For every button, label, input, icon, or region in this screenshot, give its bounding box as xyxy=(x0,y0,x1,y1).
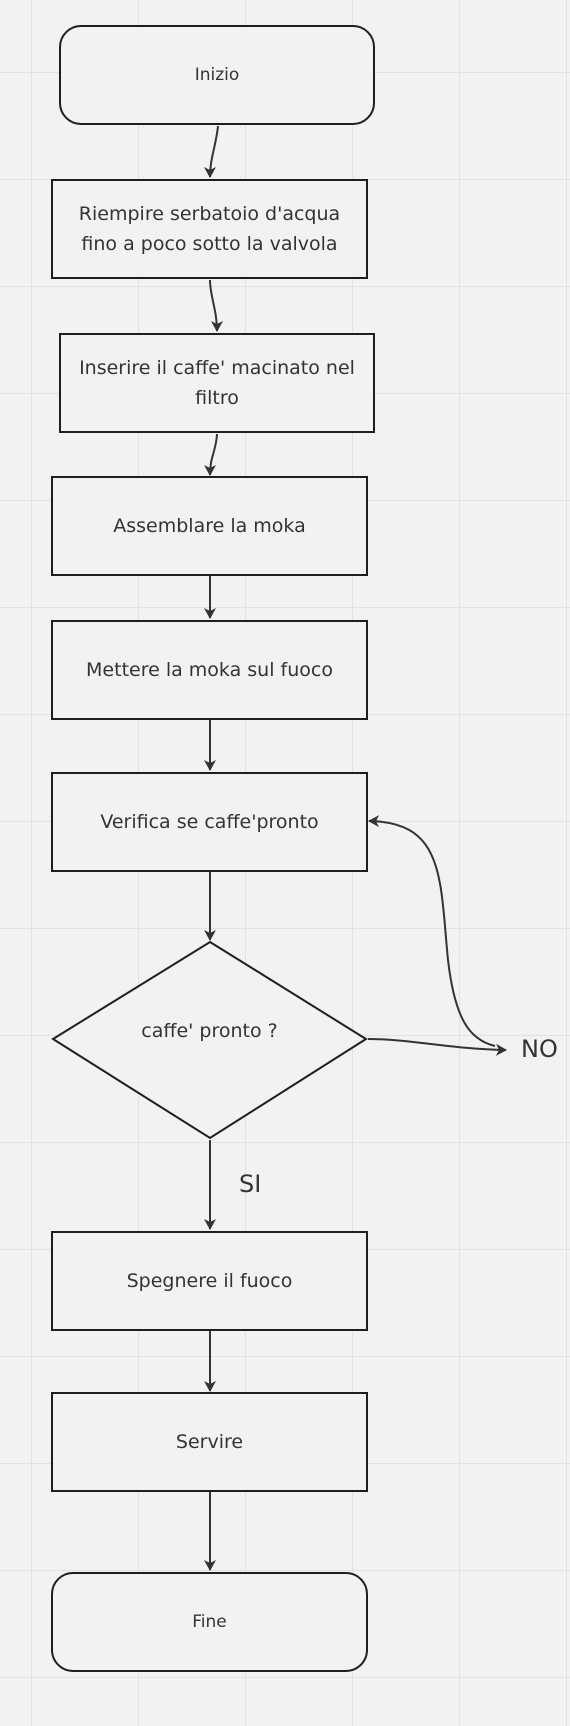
end-terminal: Fine xyxy=(51,1572,368,1672)
yes-label: SI xyxy=(239,1170,262,1198)
no-label: NO xyxy=(521,1035,558,1063)
step-on-fire: Mettere la moka sul fuoco xyxy=(51,620,368,720)
arrow-start-to-fill xyxy=(204,125,219,178)
arrow-no-loop-to-check xyxy=(368,815,496,1047)
step-on-fire-label: Mettere la moka sul fuoco xyxy=(86,659,333,681)
decision-diamond xyxy=(51,940,368,1140)
start-label: Inizio xyxy=(194,65,240,85)
step-check-label: Verifica se caffe'pronto xyxy=(100,811,319,833)
arrow-fill-to-insert xyxy=(209,279,223,332)
step-insert-coffee-label: Inserire il caffe' macinato nel filtro xyxy=(79,357,355,409)
step-assemble: Assemblare la moka xyxy=(51,476,368,576)
step-insert-coffee: Inserire il caffe' macinato nel filtro xyxy=(59,333,375,433)
start-terminal: Inizio xyxy=(59,25,375,125)
end-label: Fine xyxy=(192,1612,227,1632)
step-assemble-label: Assemblare la moka xyxy=(113,515,306,537)
decision-label: caffe' pronto ? xyxy=(141,1020,278,1042)
step-serve-label: Servire xyxy=(175,1431,244,1453)
step-fill-water: Riempire serbatoio d'acqua fino a poco s… xyxy=(51,179,368,279)
arrow-insert-to-assemble xyxy=(204,433,218,476)
arrow-decision-to-no xyxy=(367,1038,507,1056)
step-serve: Servire xyxy=(51,1392,368,1492)
step-turn-off-label: Spegnere il fuoco xyxy=(126,1270,293,1292)
step-check: Verifica se caffe'pronto xyxy=(51,772,368,872)
step-turn-off: Spegnere il fuoco xyxy=(51,1231,368,1331)
step-fill-water-label: Riempire serbatoio d'acqua fino a poco s… xyxy=(78,203,341,255)
